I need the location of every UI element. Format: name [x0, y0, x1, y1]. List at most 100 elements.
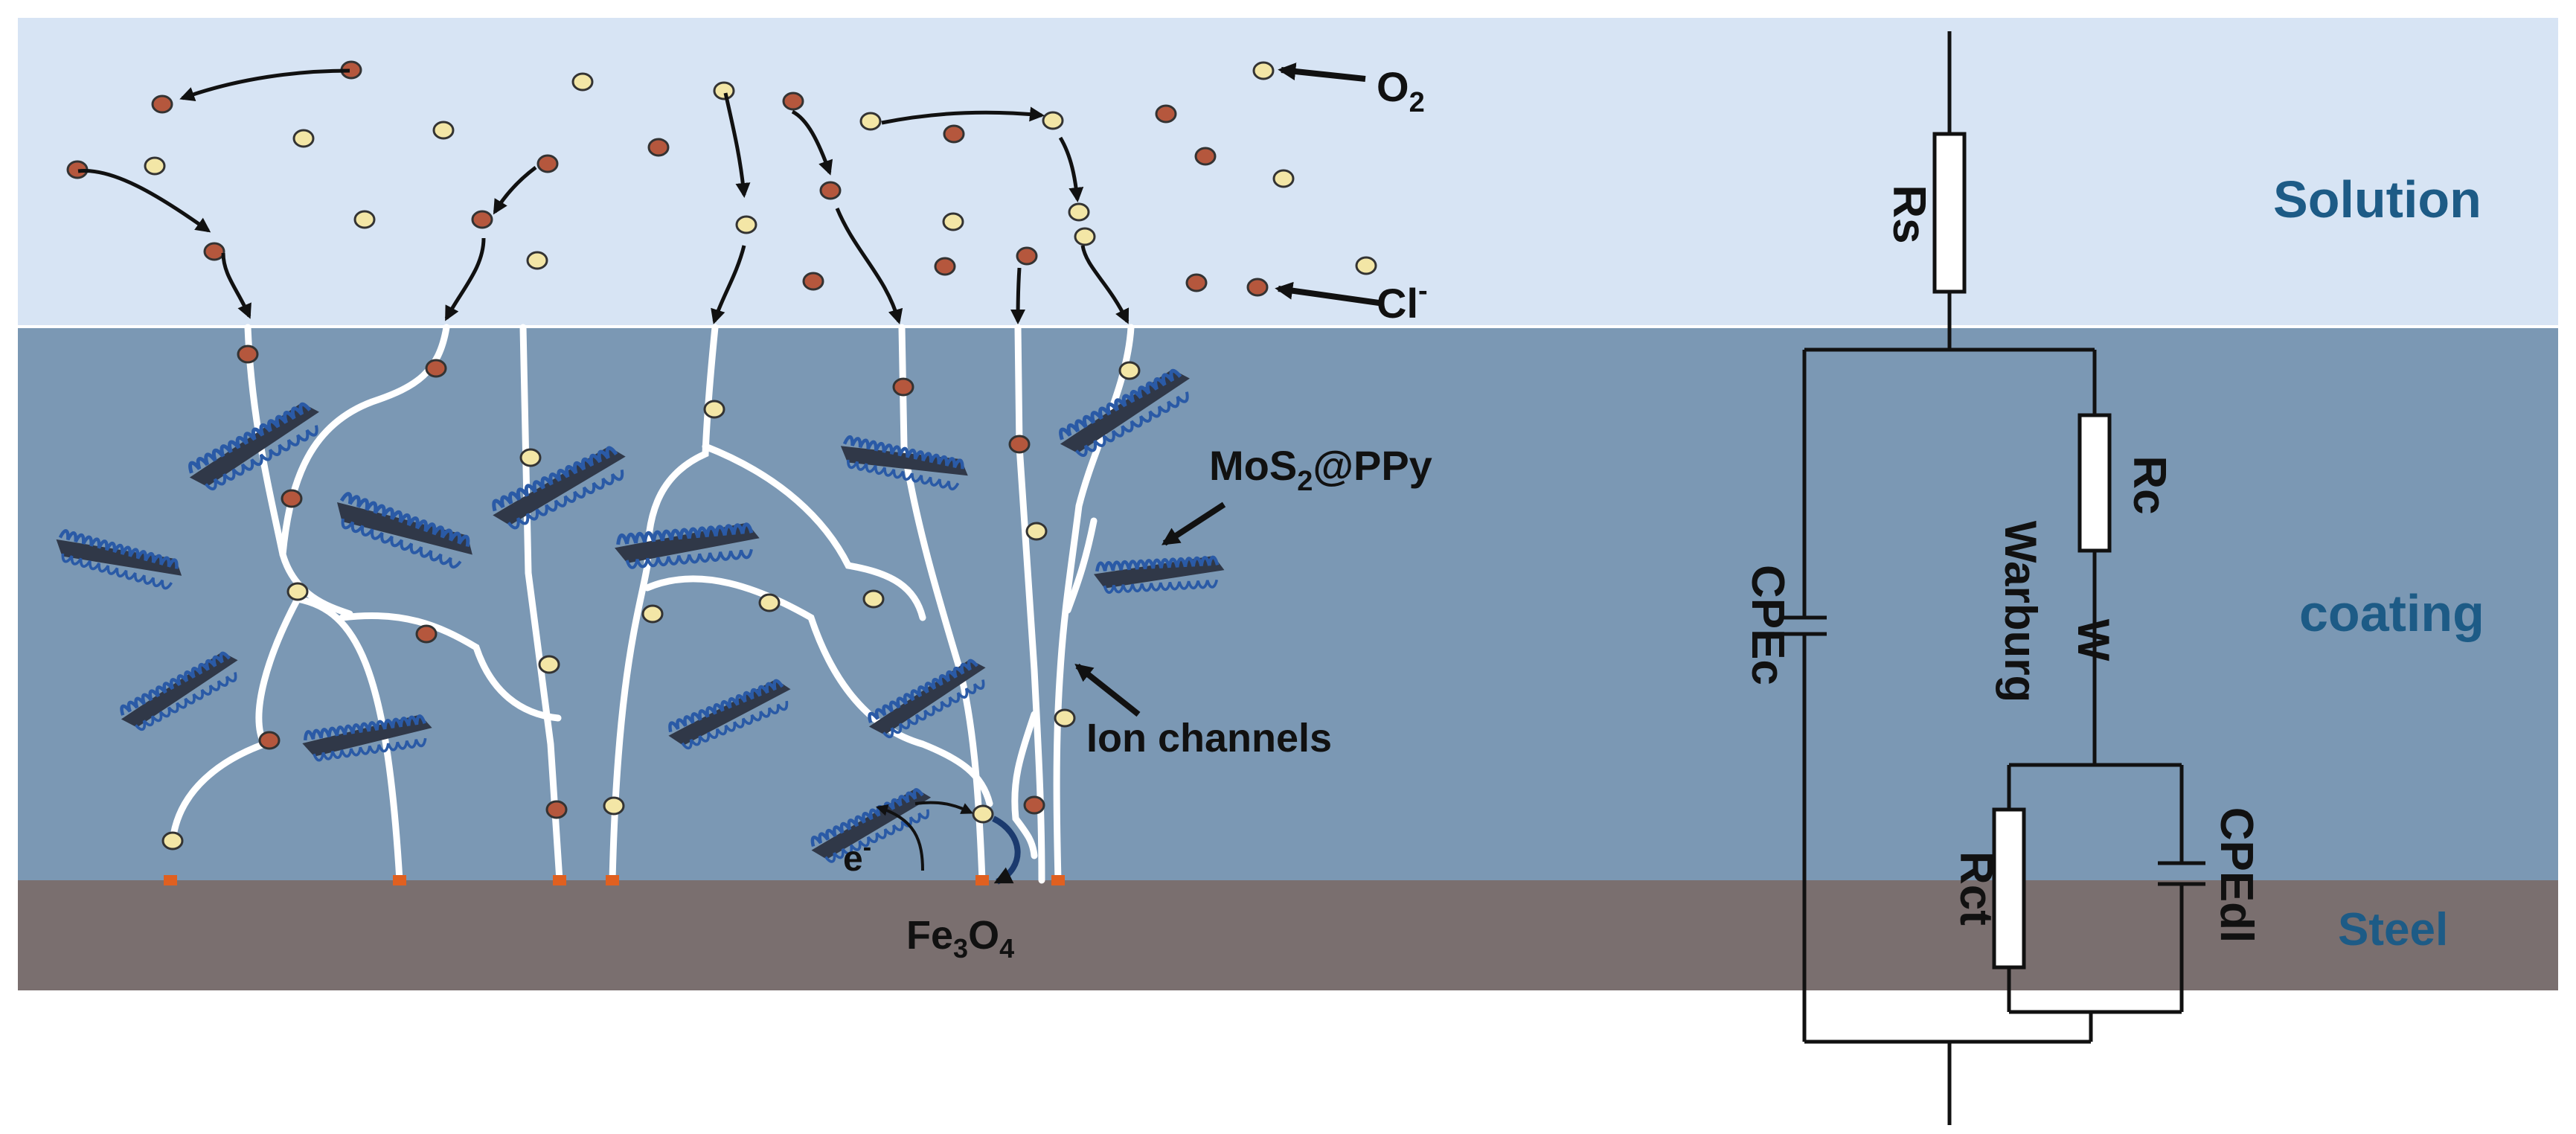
cpedl-label: CPEdl [2211, 807, 2262, 944]
solution-label: Solution [2273, 170, 2482, 228]
pointer-arrows [1074, 63, 1385, 717]
cl-ion [203, 242, 225, 261]
equivalent-circuit [1782, 31, 2205, 1125]
diffusion-arrow [791, 109, 833, 176]
ppy-coil [810, 788, 924, 848]
ppy-coil [882, 679, 985, 739]
contact-point [164, 875, 177, 885]
diffusion-arrow [835, 208, 903, 324]
cpec-label: CPEc [1742, 565, 1793, 685]
ppy-coil [616, 522, 754, 545]
sheet-body [1060, 369, 1190, 454]
mos2-ppy-sheet [668, 679, 791, 750]
ppy-coil [205, 425, 318, 490]
o2-molecule [353, 210, 376, 229]
cl-pointer [1275, 281, 1385, 307]
channel-8 [702, 443, 926, 621]
cl-ion [1194, 147, 1217, 166]
ppy-coil [1103, 579, 1219, 595]
diffusion-arrow [711, 245, 746, 324]
rc-resistor [2077, 413, 2112, 553]
steel-contact-points [164, 875, 1065, 885]
diffusion-arrow [881, 106, 1045, 125]
o2-molecule [161, 831, 184, 850]
warburg-label: Warburg [1996, 521, 2045, 702]
o2-molecule [1025, 522, 1048, 541]
diffusion-arrow [1080, 245, 1130, 324]
diffusion-arrow [1058, 136, 1084, 202]
sheet-body [493, 446, 626, 525]
o2-molecule [862, 589, 885, 609]
circuit-labels: Rs Rc Warburg W CPEc Rct CPEdl [1742, 185, 2262, 943]
ppy-coil [1095, 555, 1220, 572]
ppy-coil [625, 548, 753, 569]
o2-molecule [942, 212, 964, 231]
cl-ion [536, 154, 559, 173]
mos2-ppy-sheet [302, 714, 432, 762]
mos2-ppy-sheet [56, 529, 182, 590]
rct-label: Rct [1950, 851, 2002, 926]
ppy-coil [868, 659, 978, 723]
o2-molecule [1074, 227, 1096, 246]
mos2-ppy-fillers [56, 368, 1225, 863]
mos2-ppy-label: MoS2@PPy [1209, 442, 1432, 497]
cl-ion [1008, 435, 1031, 454]
sheet-body [121, 652, 238, 728]
o2-molecule [758, 593, 781, 612]
sheet-body [336, 502, 472, 555]
cl-ion [1185, 273, 1208, 292]
ppy-coil [492, 446, 618, 512]
cl-ion [802, 272, 824, 291]
cl-ion [1246, 278, 1269, 297]
channel-13 [1064, 517, 1098, 614]
ppy-coil [668, 679, 784, 733]
reduction-curl-arrow [992, 816, 1021, 885]
o2-molecule [526, 251, 548, 270]
mos2-ppy-sheet [1059, 368, 1190, 457]
ppy-coil [58, 529, 179, 569]
cl-ion [819, 181, 842, 200]
mos2-ppy-sheet [336, 492, 472, 568]
channel-1 [244, 324, 353, 618]
ppy-coil [313, 737, 427, 762]
mos2-ppy-sheet [188, 402, 319, 490]
ppy-coil [339, 492, 470, 547]
o2-molecule [1355, 256, 1377, 275]
coating-band [18, 327, 2558, 880]
mos2-ppy-sheet [868, 659, 986, 739]
diffusion-arrow [723, 92, 751, 198]
channel-5 [339, 612, 562, 722]
contact-point [1051, 875, 1065, 885]
cl-ion [471, 210, 493, 229]
cl-ion [782, 92, 804, 111]
ppy-coil [135, 672, 237, 731]
diffusion-arrow [444, 237, 486, 321]
cl-ion [281, 489, 303, 508]
cl-ion [1023, 795, 1045, 815]
diffusion-arrow [1010, 267, 1026, 324]
ppy-coil [188, 402, 312, 474]
mos2-ppy-sheet [615, 522, 760, 569]
cl-ion [1155, 104, 1177, 124]
diffusion-arrow [179, 68, 350, 101]
coating-label: coating [2299, 584, 2484, 642]
sheet-body [56, 539, 182, 576]
diffusion-arrow [221, 252, 251, 319]
o2-molecule [703, 400, 725, 419]
o2-pointer [1278, 63, 1366, 82]
cl-ion [151, 94, 173, 114]
sheet-body [840, 446, 968, 476]
w-label: W [2069, 619, 2118, 662]
o2-molecule [1042, 111, 1064, 130]
channel-3 [294, 595, 403, 884]
ppy-coil [341, 518, 462, 568]
cl-ion [934, 257, 956, 276]
mos2-ppy-sheet [120, 651, 238, 731]
o2-molecule [1054, 708, 1076, 728]
contact-point [393, 875, 406, 885]
cl-ion [647, 138, 670, 157]
sheet-body [868, 659, 986, 735]
rs-label: Rs [1883, 185, 1935, 243]
o2-molecule [1068, 202, 1090, 222]
